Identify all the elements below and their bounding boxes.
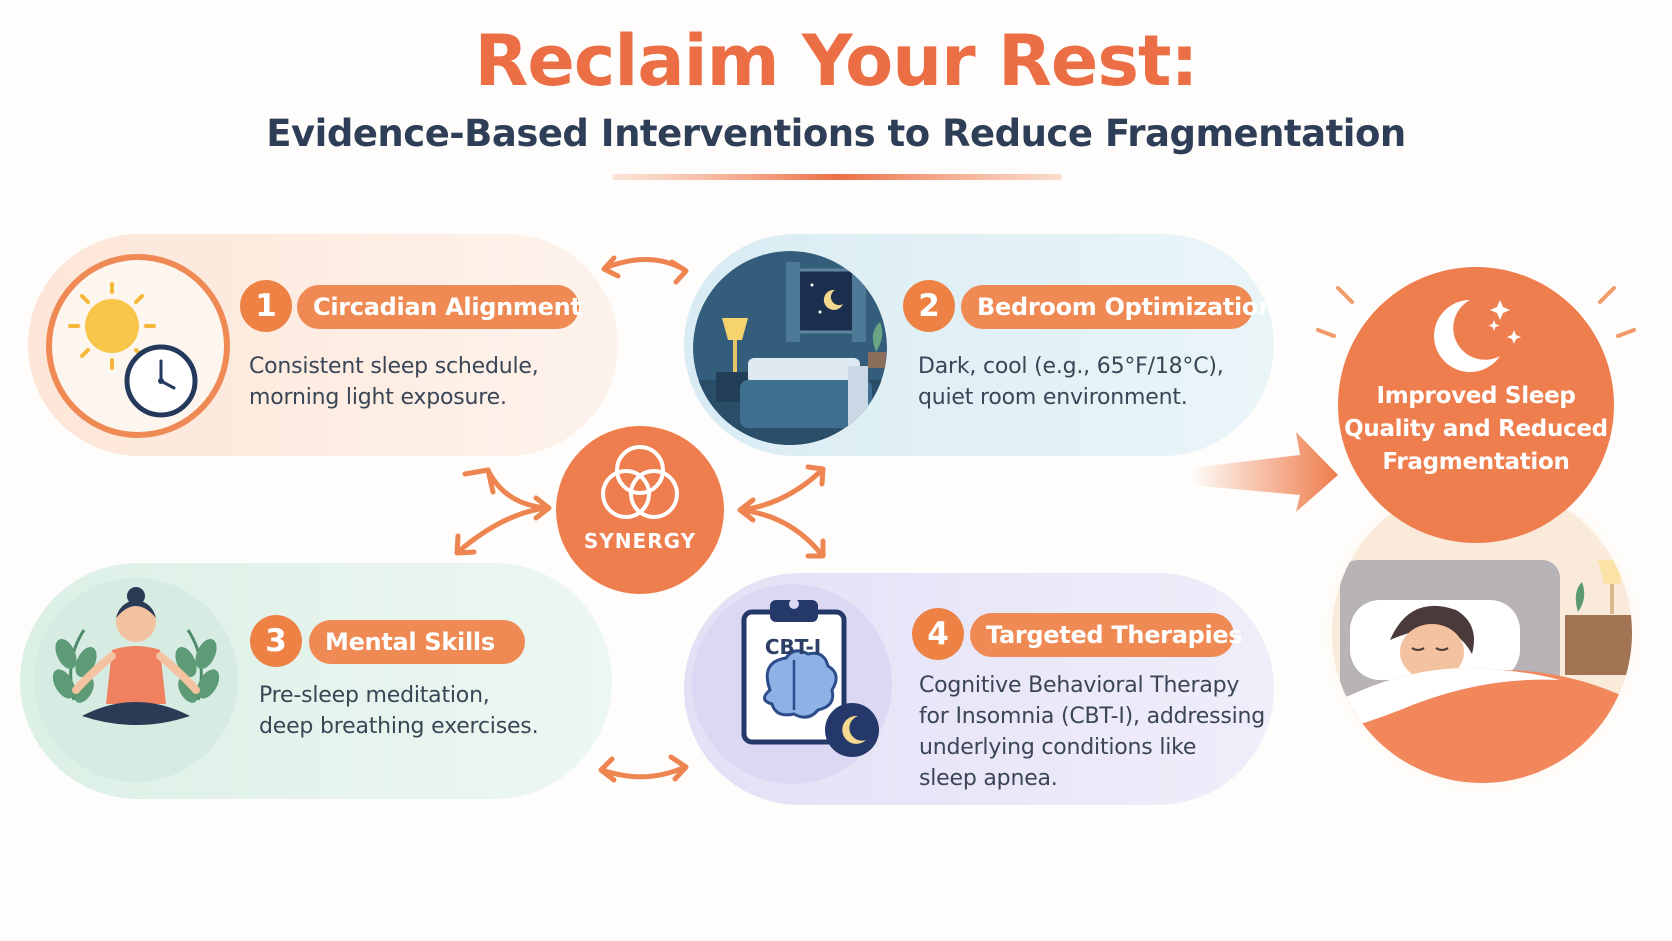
step-2-number: 2 (903, 280, 955, 332)
meditation-icon (34, 578, 238, 782)
page-title: Reclaim Your Rest: (474, 20, 1199, 102)
step-4-number: 4 (912, 608, 964, 660)
moon-stars-icon (1434, 300, 1521, 372)
step-3-number: 3 (250, 615, 302, 667)
clipboard-brain-icon (692, 584, 892, 784)
synergy-arrows-left (454, 467, 552, 556)
cbt-tag: CBT-I (764, 635, 822, 659)
result-arrow (1190, 432, 1338, 512)
step-4-label: Targeted Therapies (970, 613, 1243, 657)
glow-rays (1316, 286, 1636, 338)
synergy-arrows-right (737, 464, 826, 559)
page-subtitle: Evidence-Based Interventions to Reduce F… (266, 112, 1406, 155)
step-1-number: 1 (240, 280, 292, 332)
step-3-label: Mental Skills (309, 620, 525, 664)
step-1-description: Consistent sleep schedule, morning light… (249, 354, 539, 410)
step-2-label: Bedroom Optimization (961, 285, 1275, 329)
bedroom-night-icon (693, 251, 887, 445)
sun-clock-icon (46, 254, 230, 438)
connector-arrow-bottom (598, 754, 689, 783)
result-text: Improved Sleep Quality and Reduced Fragm… (1344, 383, 1608, 475)
sleeping-person-icon (1322, 473, 1642, 793)
synergy-label: SYNERGY (583, 529, 697, 553)
step-3-description: Pre-sleep meditation, deep breathing exe… (259, 683, 539, 739)
result-circle (1338, 267, 1614, 543)
step-1-label: Circadian Alignment (297, 285, 582, 329)
step-4-description: Cognitive Behavioral Therapy for Insomni… (919, 673, 1266, 791)
step-2-description: Dark, cool (e.g., 65°F/18°C), quiet room… (918, 354, 1224, 410)
venn-icon (601, 445, 679, 519)
title-underline (612, 174, 1062, 180)
connector-arrow-top (601, 255, 689, 285)
